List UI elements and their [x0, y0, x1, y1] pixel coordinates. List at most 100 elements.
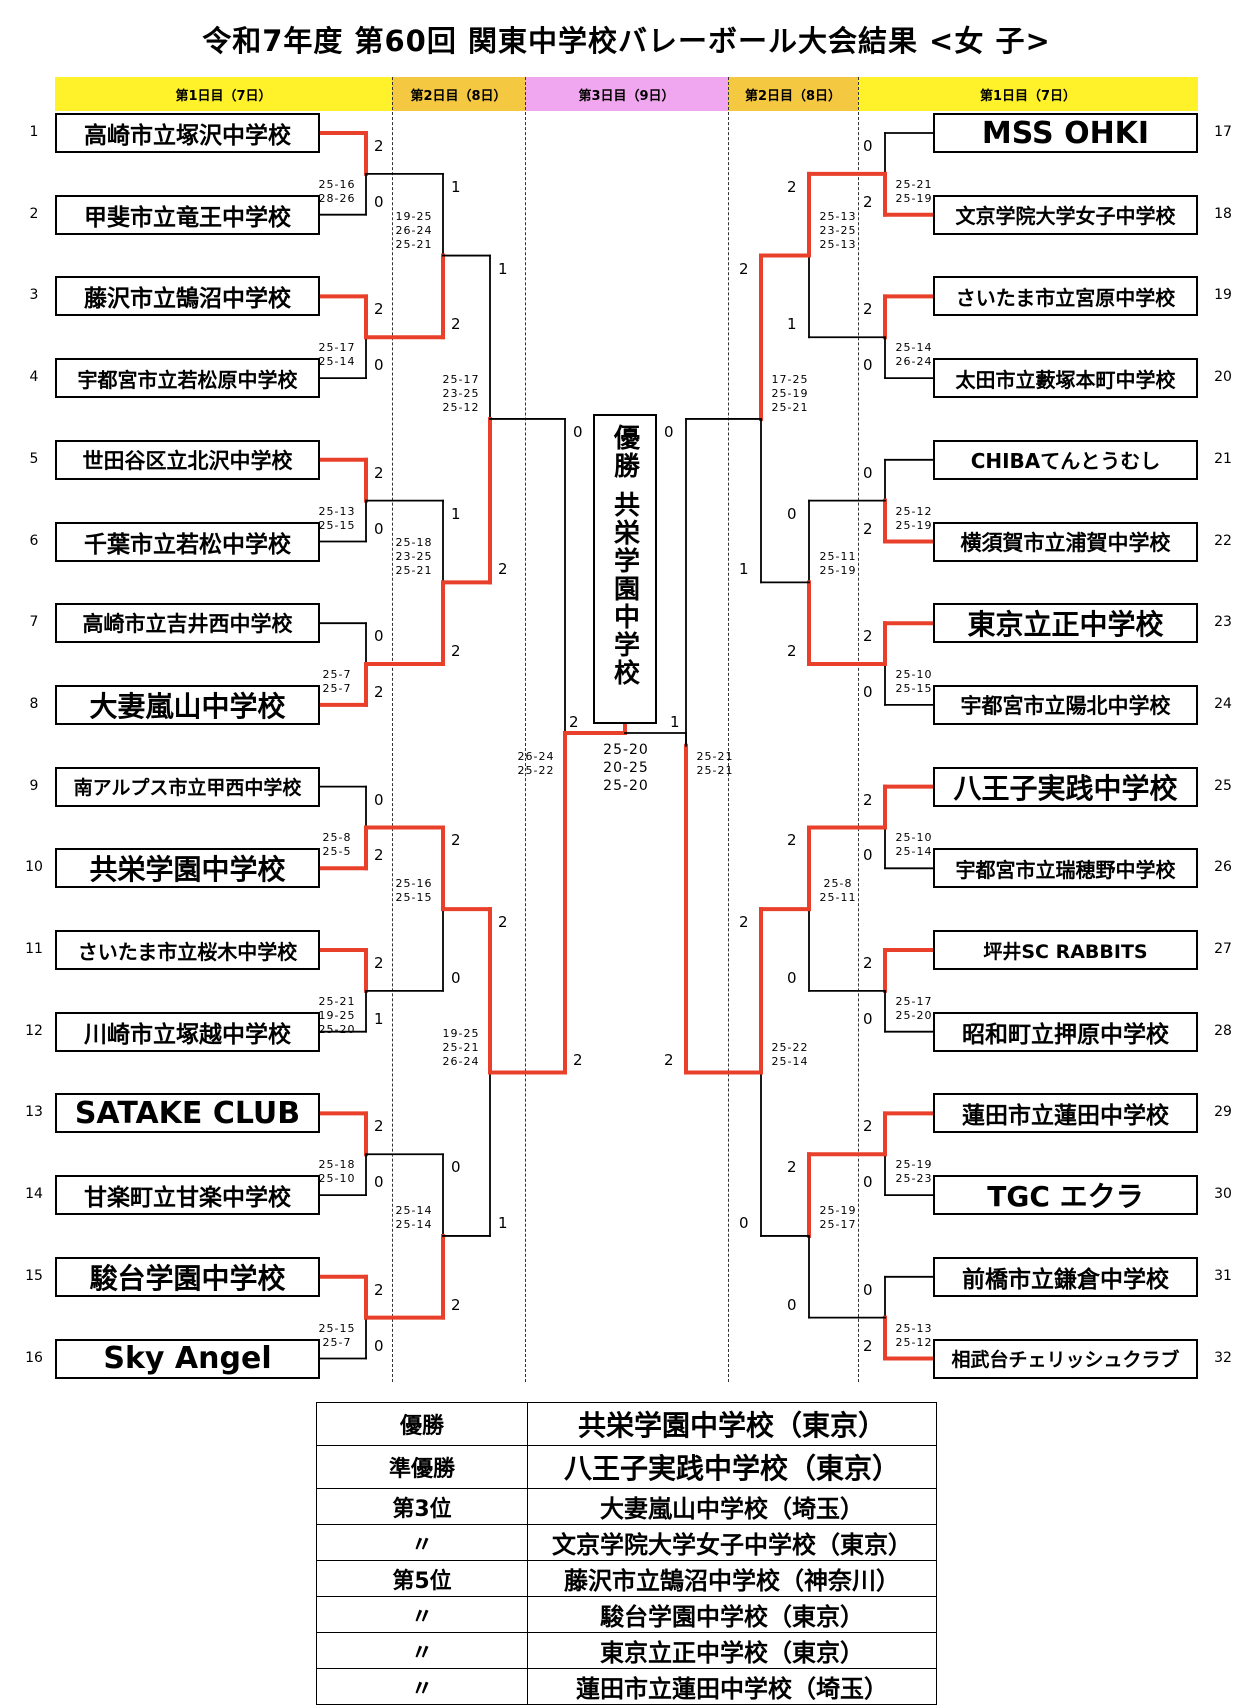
set-score: 23-25 — [442, 386, 480, 400]
match-score: 0 — [374, 192, 384, 211]
team-name: MSS OHKI — [933, 113, 1198, 153]
rank-cell: 優勝 — [316, 1402, 528, 1446]
champion-box: 優勝 共栄学園中学校 — [593, 414, 657, 724]
match-score: 0 — [863, 682, 873, 701]
day-header-1: 第1日目（7日） — [55, 77, 392, 111]
match-score: 0 — [374, 356, 384, 375]
team-number: 32 — [1214, 1349, 1232, 1366]
results-row: 〃東京立正中学校（東京） — [316, 1632, 937, 1669]
match-score: 0 — [787, 504, 797, 523]
set-score: 25-21 — [395, 564, 433, 578]
team-name: さいたま市立桜木中学校 — [55, 930, 320, 970]
team-name: 坪井SC RABBITS — [933, 930, 1198, 970]
set-score: 25-7 — [322, 682, 352, 696]
match-score: 2 — [863, 1336, 873, 1355]
results-table: 優勝共栄学園中学校（東京）準優勝八王子実践中学校（東京）第3位大妻嵐山中学校（埼… — [316, 1402, 937, 1705]
set-score: 25-22 — [517, 763, 555, 777]
set-score: 28-26 — [318, 191, 356, 205]
team-cell: 八王子実践中学校（東京） — [527, 1445, 937, 1489]
team-number: 19 — [1214, 287, 1232, 304]
set-score: 25-17 — [819, 1217, 857, 1231]
final-score-right: 1 — [670, 713, 680, 731]
rank-cell: 第5位 — [316, 1560, 528, 1597]
day-divider — [728, 77, 729, 1382]
set-score: 25-20 — [603, 742, 649, 758]
match-score: 0 — [863, 463, 873, 482]
bracket-lines — [318, 131, 935, 1361]
team-number: 2 — [29, 205, 39, 222]
match-score: 2 — [787, 642, 797, 661]
match-score: 1 — [498, 1213, 508, 1232]
team-name: 甲斐市立竜王中学校 — [55, 194, 320, 235]
set-score: 25-21 — [895, 177, 933, 191]
match-score: 0 — [863, 1280, 873, 1299]
team-number: 15 — [25, 1267, 43, 1284]
set-score: 25-10 — [895, 668, 933, 682]
set-score: 25-18 — [318, 1158, 356, 1172]
set-score: 17-25 — [771, 372, 809, 386]
match-score: 2 — [498, 913, 508, 932]
team-number: 4 — [29, 369, 39, 386]
set-score: 25-13 — [318, 504, 356, 518]
results-row: 優勝共栄学園中学校（東京） — [316, 1402, 937, 1446]
team-name: 南アルプス市立甲西中学校 — [55, 766, 320, 807]
set-score: 25-20 — [603, 778, 649, 794]
match-score: 2 — [787, 831, 797, 850]
set-score: 25-21 — [696, 763, 734, 777]
team-number: 7 — [29, 614, 39, 631]
results-row: 準優勝八王子実践中学校（東京） — [316, 1445, 937, 1489]
team-number: 17 — [1214, 124, 1232, 140]
team-number: 9 — [29, 777, 39, 794]
team-number: 22 — [1214, 532, 1232, 549]
team-number: 11 — [25, 941, 43, 957]
team-name: 相武台チェリッシュクラブ — [933, 1338, 1198, 1379]
set-score: 25-15 — [895, 682, 933, 696]
team-name: 駿台学園中学校 — [55, 1256, 320, 1297]
team-name: 東京立正中学校 — [933, 603, 1198, 644]
match-score: 2 — [451, 831, 461, 850]
match-score: 2 — [863, 1117, 873, 1136]
set-score: 19-25 — [442, 1026, 480, 1040]
match-score: 2 — [863, 627, 873, 646]
set-score: 19-25 — [395, 209, 433, 223]
champion-text: 優勝 共栄学園中学校 — [609, 424, 640, 688]
set-score: 25-19 — [895, 191, 933, 205]
results-row: 〃駿台学園中学校（東京） — [316, 1596, 937, 1633]
team-name: 世田谷区立北沢中学校 — [55, 439, 320, 480]
rank-cell: 第3位 — [316, 1488, 528, 1525]
set-score: 25-12 — [895, 1335, 933, 1349]
set-score: 25-14 — [895, 845, 933, 859]
team-name: 蓮田市立蓮田中学校 — [933, 1093, 1198, 1134]
team-name: 大妻嵐山中学校 — [55, 684, 320, 725]
match-score: 1 — [787, 315, 797, 334]
set-score: 26-24 — [395, 223, 433, 237]
team-number: 3 — [29, 287, 39, 304]
team-cell: 東京立正中学校（東京） — [527, 1632, 937, 1669]
rank-cell: 準優勝 — [316, 1445, 528, 1489]
match-score: 0 — [863, 846, 873, 865]
team-name: 宇都宮市立若松原中学校 — [55, 358, 320, 399]
results-row: 第3位大妻嵐山中学校（埼玉） — [316, 1488, 937, 1525]
set-score: 25-23 — [895, 1172, 933, 1186]
set-score: 25-14 — [395, 1203, 433, 1217]
set-score: 25-19 — [819, 564, 857, 578]
results-row: 第5位藤沢市立鵠沼中学校（神奈川） — [316, 1560, 937, 1597]
set-score: 26-24 — [895, 355, 933, 369]
team-name: 前橋市立鎌倉中学校 — [933, 1256, 1198, 1297]
page-title: 令和7年度 第60回 関東中学校バレーボール大会結果 <女 子> — [202, 24, 1051, 58]
match-score: 2 — [863, 300, 873, 319]
match-score: 2 — [787, 177, 797, 196]
